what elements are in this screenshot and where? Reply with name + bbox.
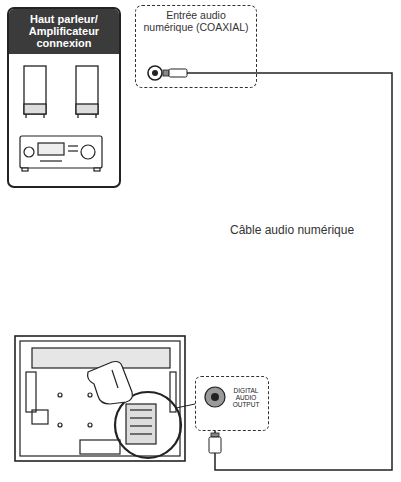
cable-label: Câble audio numérique bbox=[228, 223, 356, 237]
amplifier bbox=[20, 136, 102, 171]
zoom-leader bbox=[176, 404, 195, 408]
speaker-amplifier-box: Haut parleur/ Amplificateur connexion bbox=[7, 7, 121, 188]
speaker-right bbox=[76, 66, 98, 118]
digital-output-jack bbox=[205, 387, 225, 453]
digital-output-box: DIGITAL AUDIO OUTPUT bbox=[195, 376, 269, 431]
cable bbox=[215, 73, 392, 470]
node-label: Haut parleur/ Amplificateur connexion bbox=[9, 9, 119, 54]
coaxial-input-jack bbox=[148, 66, 257, 80]
speaker-left bbox=[24, 66, 46, 118]
hand-icon bbox=[88, 362, 133, 405]
tv-rear-panel bbox=[15, 336, 185, 461]
node-label: DIGITAL AUDIO OUTPUT bbox=[196, 377, 268, 408]
coaxial-input-box: Entrée audio numérique (COAXIAL) bbox=[135, 5, 257, 88]
node-label: Entrée audio numérique (COAXIAL) bbox=[136, 6, 256, 33]
